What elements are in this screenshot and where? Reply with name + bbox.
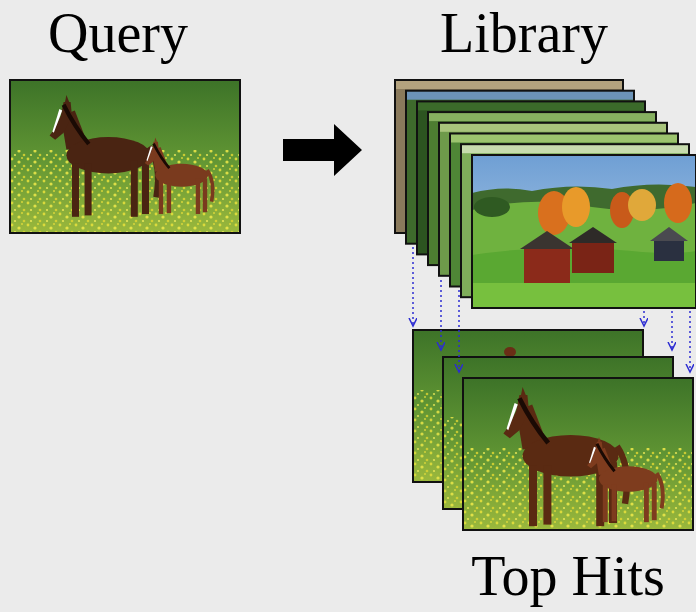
dotted-arrow — [671, 311, 673, 350]
heading-label: Top Hits — [471, 548, 665, 604]
image-group: Top Hits — [413, 330, 693, 605]
dotted-arrow — [458, 290, 460, 372]
query-photo — [10, 80, 240, 233]
dotted-arrow — [689, 311, 691, 372]
top-hits-stack — [413, 330, 693, 530]
dotted-arrow — [643, 311, 645, 326]
block-arrow — [283, 124, 362, 176]
image-group: Library — [395, 5, 696, 308]
dotted-arrow — [412, 247, 414, 326]
heading-label: Library — [440, 5, 608, 61]
dotted-arrow — [440, 280, 442, 350]
image-group: Query — [10, 5, 242, 235]
heading-label: Query — [48, 5, 188, 61]
library-stack — [395, 80, 696, 308]
